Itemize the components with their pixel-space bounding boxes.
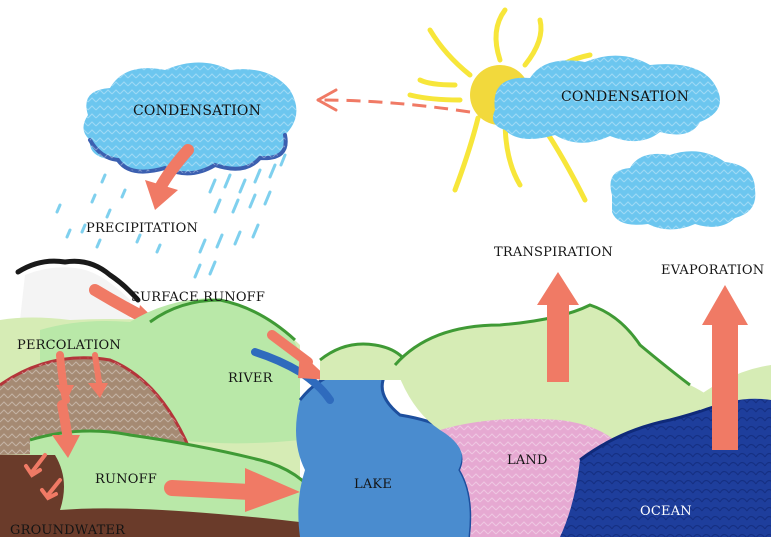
label-land: LAND — [507, 453, 548, 468]
label-evaporation: EVAPORATION — [661, 263, 764, 278]
label-condensation-left: CONDENSATION — [133, 103, 261, 119]
label-lake: LAKE — [354, 477, 392, 492]
label-percolation: PERCOLATION — [17, 338, 121, 353]
label-groundwater: GROUNDWATER — [10, 523, 126, 537]
label-ocean: OCEAN — [640, 504, 692, 519]
label-transpiration: TRANSPIRATION — [494, 245, 613, 260]
label-river: RIVER — [228, 371, 274, 386]
label-surface-runoff: SURFACE RUNOFF — [131, 290, 265, 305]
label-runoff: RUNOFF — [95, 472, 157, 487]
label-precipitation: PRECIPITATION — [86, 221, 198, 236]
label-condensation-right: CONDENSATION — [561, 89, 689, 105]
